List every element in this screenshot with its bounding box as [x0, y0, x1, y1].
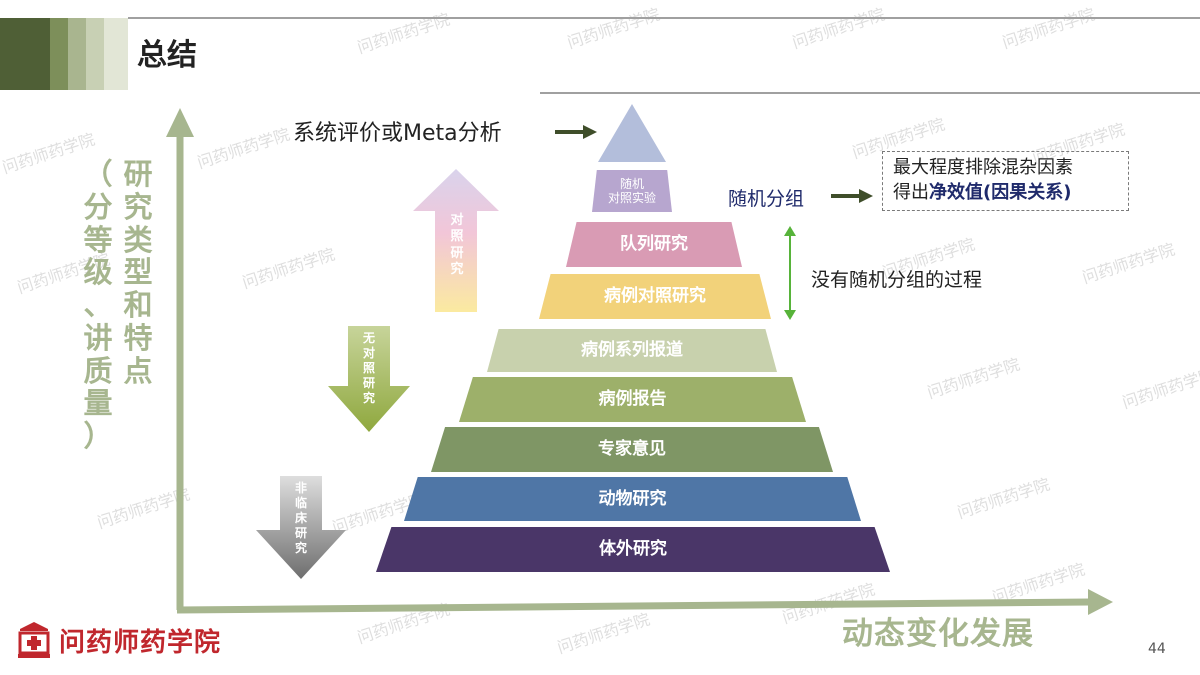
- uncontrolled-study-arrow: [328, 326, 410, 432]
- vertical-char: 类: [123, 222, 153, 257]
- vertical-char: 临: [294, 496, 307, 510]
- nonclinical-study-arrow: [256, 476, 346, 579]
- vertical-char: 究: [123, 189, 153, 224]
- pyramid-apex: [598, 104, 666, 162]
- vertical-char: 对: [362, 346, 375, 360]
- vertical-char: 无: [362, 331, 375, 345]
- vertical-char: 特: [123, 320, 153, 355]
- vertical-char: （: [83, 157, 113, 191]
- vertical-char: 照: [450, 229, 464, 245]
- layer-cohort: 队列研究: [566, 222, 742, 267]
- layer-expert-opinion: 专家意见: [431, 427, 833, 472]
- vertical-char: 量: [83, 386, 113, 421]
- apex-label: 系统评价或Meta分析: [293, 121, 502, 146]
- header-block: [86, 18, 104, 90]
- vertical-char: 究: [450, 261, 464, 277]
- header-block: [104, 18, 128, 90]
- header-color-blocks: [0, 18, 128, 90]
- page-number: 44: [1148, 641, 1166, 657]
- nonclinical-study-label: 非临床研究: [291, 481, 311, 556]
- layer-case-control: 病例对照研究: [539, 274, 771, 319]
- logo-text: 问药师药学院: [59, 627, 222, 658]
- random-grouping-label: 随机分组: [728, 188, 805, 210]
- vertical-char: 照: [362, 361, 375, 375]
- vertical-char: 和: [123, 288, 153, 323]
- layer-in-vitro: 体外研究: [376, 527, 890, 572]
- vertical-char: 质: [83, 353, 113, 388]
- footer-logo: 问药师药学院: [17, 621, 221, 659]
- y-axis-label-col: （分等级、讲质量）: [78, 158, 118, 453]
- vertical-char: 研: [294, 526, 307, 540]
- vertical-char: 究: [362, 391, 375, 405]
- vertical-char: 、: [83, 288, 113, 323]
- vertical-char: 非: [294, 481, 307, 495]
- layer-case-report: 病例报告: [459, 377, 806, 422]
- vertical-char: 对: [450, 213, 464, 228]
- vertical-char: 级: [83, 255, 113, 290]
- x-axis-label: 动态变化发展: [842, 616, 1034, 652]
- vertical-char: 研: [450, 245, 464, 261]
- layer-rct: 随机 对照实验: [592, 170, 672, 212]
- vertical-char: 研: [362, 376, 375, 390]
- net-effect-line2: 得出净效值(因果关系): [893, 180, 1128, 205]
- vertical-char: 等: [83, 222, 113, 257]
- layer-animal-study: 动物研究: [404, 477, 861, 521]
- net-effect-line1: 最大程度排除混杂因素: [893, 157, 1073, 178]
- pharmacy-logo-icon: [18, 622, 50, 658]
- vertical-char: 分: [83, 189, 113, 224]
- y-axis-arrowhead: [166, 108, 194, 137]
- net-effect-prefix: 得出: [893, 182, 929, 204]
- x-axis-arrowhead: [1088, 589, 1113, 615]
- layer-rct-line1: 随机: [619, 176, 644, 191]
- no-random-label: 没有随机分组的过程: [811, 269, 983, 291]
- vertical-char: 点: [123, 353, 153, 388]
- vertical-char: 研: [123, 157, 153, 191]
- net-effect-highlight: 净效值(因果关系): [929, 182, 1072, 204]
- y-axis-label-col: 研究类型和特点: [118, 158, 158, 453]
- x-axis-line: [176, 598, 1091, 614]
- vertical-char: 究: [294, 541, 307, 555]
- vertical-char: 型: [123, 255, 153, 290]
- layer-case-series: 病例系列报道: [487, 329, 777, 372]
- header-block: [68, 18, 86, 90]
- header-top-rule: [128, 17, 1200, 19]
- vertical-char: 讲: [83, 320, 113, 355]
- controlled-study-arrow: [413, 169, 499, 312]
- layer-rct-line2: 对照实验: [607, 191, 656, 205]
- vertical-char: 床: [294, 511, 307, 525]
- net-effect-box: 最大程度排除混杂因素 得出净效值(因果关系): [882, 151, 1129, 211]
- uncontrolled-study-label: 无对照研究: [359, 331, 379, 406]
- vertical-char: ）: [83, 419, 113, 454]
- random-grouping-arrow: [831, 189, 873, 203]
- page-title: 总结: [137, 38, 197, 73]
- header-bottom-rule: [540, 92, 1200, 94]
- apex-pointer-arrow: [555, 125, 597, 139]
- controlled-study-label: 对照研究: [447, 213, 467, 278]
- y-axis-label: （分等级、讲质量） 研究类型和特点: [78, 158, 158, 453]
- header-block: [50, 18, 68, 90]
- header-block: [0, 18, 50, 90]
- no-random-double-arrow: [784, 226, 796, 320]
